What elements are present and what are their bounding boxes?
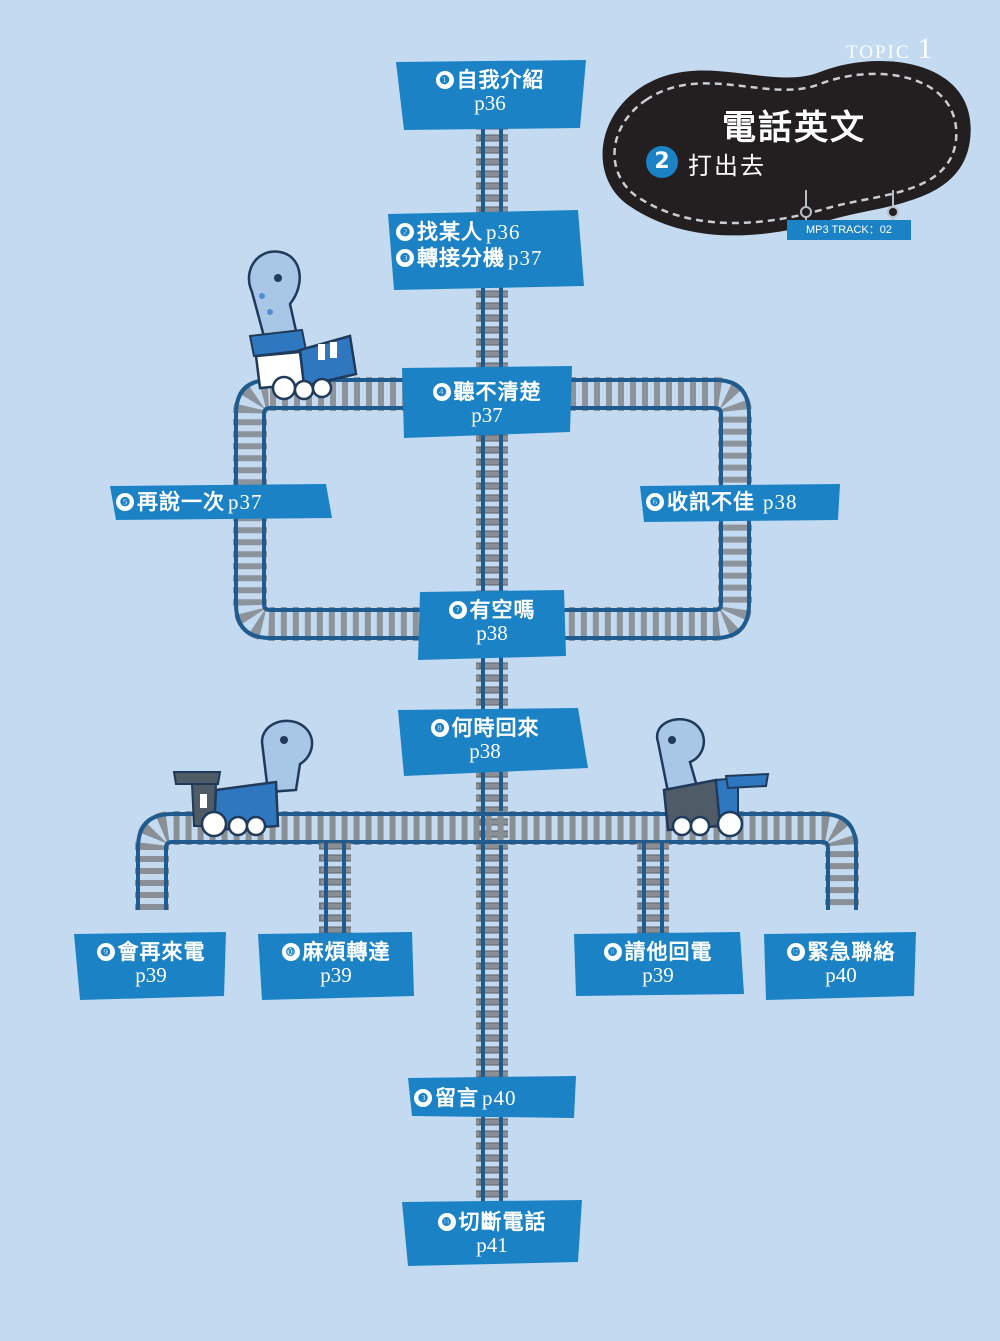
topic-label: TOPIC 1 (846, 32, 932, 66)
node-13-number: ❸ (414, 1089, 432, 1107)
node-4-page: p37 (471, 403, 503, 427)
node-shape-5 (110, 484, 332, 520)
train-lower-left (172, 719, 314, 838)
node-2-page: p36 (486, 220, 521, 244)
node-7-label: 有空嗎 (469, 598, 536, 622)
title-blob (602, 60, 971, 236)
node-12-label: 緊急聯絡 (807, 940, 896, 964)
node-10-number: ⓾ (281, 943, 300, 961)
loop-track (233, 377, 752, 641)
track-badge: MP3 TRACK：02 (787, 220, 911, 240)
node-11-label: 請他回電 (624, 940, 713, 964)
node-3-page: p37 (508, 246, 543, 270)
node-1-label: 自我介紹 (456, 68, 545, 92)
topic-number: 1 (917, 32, 933, 65)
node-1-page: p36 (474, 91, 506, 115)
node-5-number: ❺ (116, 493, 134, 511)
node-6-page: p38 (763, 490, 798, 514)
node-4-label: 聽不清楚 (453, 380, 542, 404)
branch-spur-left (319, 842, 351, 942)
node-shape-2 (388, 210, 584, 290)
node-14-number: ⓮ (437, 1213, 456, 1231)
node-6-number: ❻ (646, 493, 664, 511)
node-12-page: p40 (825, 963, 857, 987)
node-14-label: 切斷電話 (458, 1210, 547, 1234)
blob-sub-number: 2 (646, 146, 678, 178)
node-shape-6 (640, 484, 840, 522)
node-shape-13 (408, 1076, 576, 1118)
node-8-page: p38 (469, 739, 501, 763)
node-9-page: p39 (135, 963, 167, 987)
node-2-number: ❷ (396, 223, 414, 241)
node-1-number: ❶ (435, 71, 454, 89)
branch-spur-right (637, 842, 669, 942)
node-7-page: p38 (476, 621, 508, 645)
blob-subtitle: 打出去 (688, 152, 766, 180)
node-8-number: ❽ (430, 719, 449, 737)
node-14-page: p41 (476, 1233, 508, 1257)
node-12-number: ⓬ (786, 943, 805, 961)
node-13-label: 留言 (435, 1086, 479, 1110)
node-5-label: 再說一次 (137, 490, 225, 514)
node-2-label: 找某人 (417, 220, 483, 244)
node-9-label: 會再來電 (117, 940, 206, 964)
node-10-label: 麻煩轉達 (302, 940, 391, 964)
node-13-page: p40 (482, 1086, 517, 1110)
branch-track (135, 811, 859, 910)
node-7-number: ❼ (448, 601, 467, 619)
node-10-page: p39 (320, 963, 352, 987)
node-3-number: ❸ (396, 249, 414, 267)
node-3-label: 轉接分機 (417, 246, 505, 270)
node-4-number: ❹ (432, 383, 451, 401)
topic-word: TOPIC (846, 42, 911, 63)
node-9-number: ❾ (96, 943, 115, 961)
node-5-page: p37 (228, 490, 263, 514)
node-6-label: 收訊不佳 (667, 490, 755, 514)
train-lower-right (655, 717, 770, 838)
node-11-number: ⓫ (603, 943, 622, 961)
node-8-label: 何時回來 (451, 716, 540, 740)
train-top-left (247, 250, 358, 401)
node-11-page: p39 (642, 963, 674, 987)
blob-title: 電話英文 (722, 108, 866, 148)
